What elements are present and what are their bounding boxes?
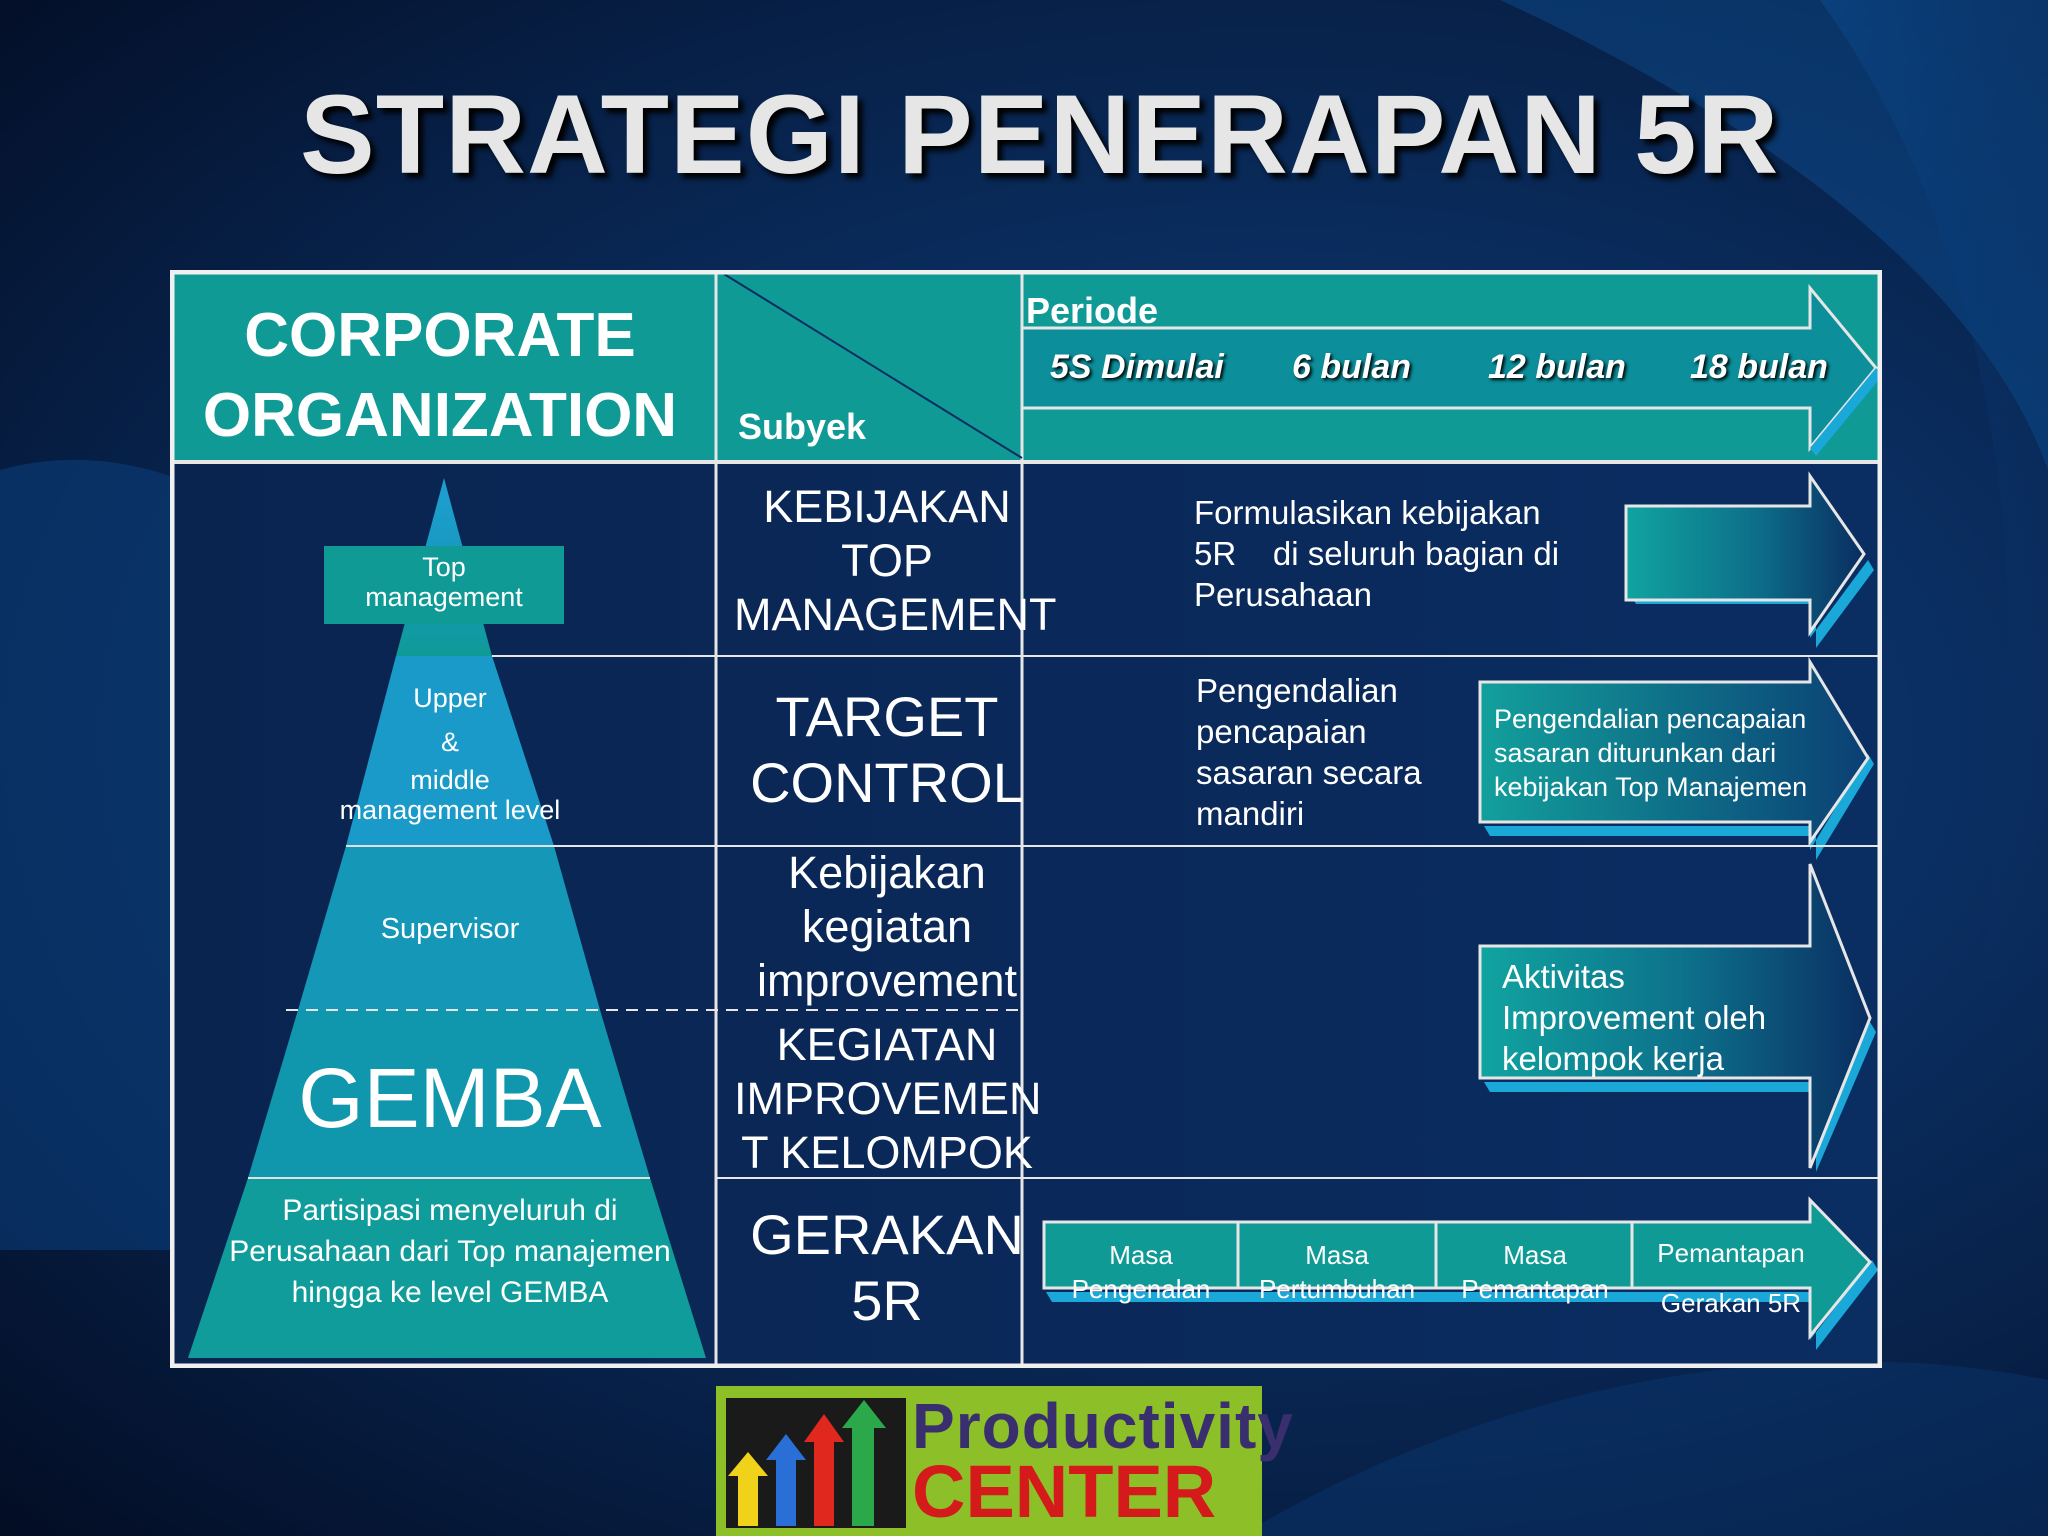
row2-arrow-text: Pengendalian pencapaian sasaran diturunk… <box>1494 702 1834 804</box>
row1-arrow <box>1624 471 1866 637</box>
pyramid-upper-section <box>346 656 554 846</box>
arrow-text-line: Aktivitas <box>1502 958 1625 995</box>
phase-line: Pemantapan <box>1461 1274 1609 1304</box>
subject-line: KEBIJAKAN <box>763 481 1011 532</box>
improvement-arrow <box>1478 863 1872 1169</box>
period-18-months: 18 bulan <box>1690 348 1828 386</box>
arrow-text-line: sasaran diturunkan dari <box>1494 738 1777 768</box>
subject-line: CONTROL <box>750 751 1024 814</box>
description-line: Pengendalian <box>1196 672 1398 709</box>
subject-line: IMPROVEMEN <box>734 1073 1042 1124</box>
subject-line: TARGET <box>775 685 999 748</box>
pyramid-supervisor-section <box>298 846 600 1010</box>
subject-line: MANAGEMENT <box>734 589 1057 640</box>
description-line: mandiri <box>1196 795 1305 832</box>
pyramid-gemba-label: GEMBA <box>298 1051 602 1145</box>
subject-line: GERAKAN <box>750 1203 1024 1266</box>
description-line: Perusahaan <box>1194 576 1372 613</box>
org-line-2: ORGANIZATION <box>202 381 678 450</box>
phase-pemantapan: Masa Pemantapan <box>1440 1238 1630 1306</box>
arrow-text-line: kelompok kerja <box>1502 1040 1724 1077</box>
row1-description: Formulasikan kebijakan 5R di seluruh bag… <box>1194 492 1614 615</box>
logo-word-center: CENTER <box>912 1450 1217 1533</box>
pyramid-gemba-section <box>248 1010 650 1178</box>
improvement-arrow-text: Aktivitas Improvement oleh kelompok kerj… <box>1502 956 1822 1079</box>
diagram-graphics <box>170 270 1882 1368</box>
phase-line: Pertumbuhan <box>1258 1274 1416 1304</box>
pyramid-label-line: management <box>365 582 523 612</box>
strategy-diagram: CORPORATE ORGANIZATION Periode Subyek 5S… <box>170 270 1882 1368</box>
phase-arrow <box>1042 1196 1873 1341</box>
pyramid-label-line: Partisipasi menyeluruh di <box>282 1194 618 1227</box>
phase-pengenalan: Masa Pengenalan <box>1046 1238 1236 1306</box>
subject-line: KEGIATAN <box>776 1019 998 1070</box>
productivity-center-logo: Productivity CENTER <box>716 1386 1293 1536</box>
description-line: 5R di seluruh bagian di <box>1194 535 1560 572</box>
pyramid-top-management-label: Top management <box>324 552 564 612</box>
subject-kebijakan-improvement: Kebijakan kegiatan improvement <box>734 846 1040 1008</box>
subject-gerakan-5r: GERAKAN 5R <box>734 1202 1040 1334</box>
period-start: 5S Dimulai <box>1050 348 1224 386</box>
arrow-text-line: Improvement oleh <box>1502 999 1767 1036</box>
pyramid-label-line: management level <box>339 795 561 825</box>
pyramid-label-line: Perusahaan dari Top manajemen <box>229 1235 671 1268</box>
subject-line: 5R <box>851 1269 923 1332</box>
org-line-1: CORPORATE <box>244 301 636 370</box>
period-12-months: 12 bulan <box>1488 348 1626 386</box>
subject-line: T KELOMPOK <box>741 1127 1033 1178</box>
subject-line: improvement <box>756 955 1018 1006</box>
subject-kebijakan-top-management: KEBIJAKAN TOP MANAGEMENT <box>734 480 1057 642</box>
periode-label: Periode <box>1025 290 1158 331</box>
row2-arrow <box>1478 656 1870 847</box>
phase-line: Masa <box>1305 1240 1369 1270</box>
subject-line: kegiatan <box>801 901 973 952</box>
phase-line: Pengenalan <box>1071 1274 1211 1304</box>
pyramid-supervisor-label: Supervisor <box>380 913 520 945</box>
subject-line: TOP <box>841 535 933 586</box>
phase-pertumbuhan: Masa Pertumbuhan <box>1242 1238 1432 1306</box>
logo-word-productivity: Productivity <box>912 1390 1294 1462</box>
pyramid-label-line: Top <box>422 552 466 582</box>
subject-kegiatan-improvement-kelompok: KEGIATAN IMPROVEMEN T KELOMPOK <box>734 1018 1042 1180</box>
phase-line: Pemantapan <box>1657 1238 1805 1268</box>
pyramid-label-line: Upper <box>413 683 487 713</box>
phase-line: Masa <box>1503 1240 1567 1270</box>
pyramid-label-line: middle <box>410 765 490 795</box>
row2-description: Pengendalian pencapaian sasaran secara m… <box>1196 670 1456 834</box>
description-line: Formulasikan kebijakan <box>1194 494 1541 531</box>
description-line: pencapaian <box>1196 713 1367 750</box>
phase-line: Gerakan 5R <box>1660 1288 1802 1318</box>
phase-pemantapan-gerakan: Pemantapan Gerakan 5R <box>1636 1228 1826 1328</box>
rising-arrows-icon <box>726 1398 906 1528</box>
subject-target-control: TARGET CONTROL <box>734 684 1040 816</box>
arrow-text-line: kebijakan Top Manajemen <box>1494 772 1808 802</box>
top-management-box <box>324 546 564 624</box>
phase-line: Masa <box>1109 1240 1173 1270</box>
period-6-months: 6 bulan <box>1292 348 1412 386</box>
header-diagonal <box>723 273 1023 459</box>
pyramid-upper-middle-label: Upper & middle management level <box>320 676 580 824</box>
pyramid-base-label: Partisipasi menyeluruh di Perusahaan dar… <box>210 1190 690 1313</box>
arrow-text-line: Pengendalian pencapaian <box>1494 704 1807 734</box>
pyramid-label-line: & <box>440 727 459 757</box>
corporate-organization-header: CORPORATE ORGANIZATION <box>170 296 710 456</box>
page-title: STRATEGI PENERAPAN 5R <box>300 72 1780 197</box>
subyek-label: Subyek <box>738 406 867 447</box>
pyramid-base-section <box>188 1178 706 1358</box>
description-line: sasaran secara <box>1196 754 1422 791</box>
subject-line: Kebijakan <box>788 847 986 898</box>
pyramid-label-line: hingga ke level GEMBA <box>291 1276 609 1309</box>
